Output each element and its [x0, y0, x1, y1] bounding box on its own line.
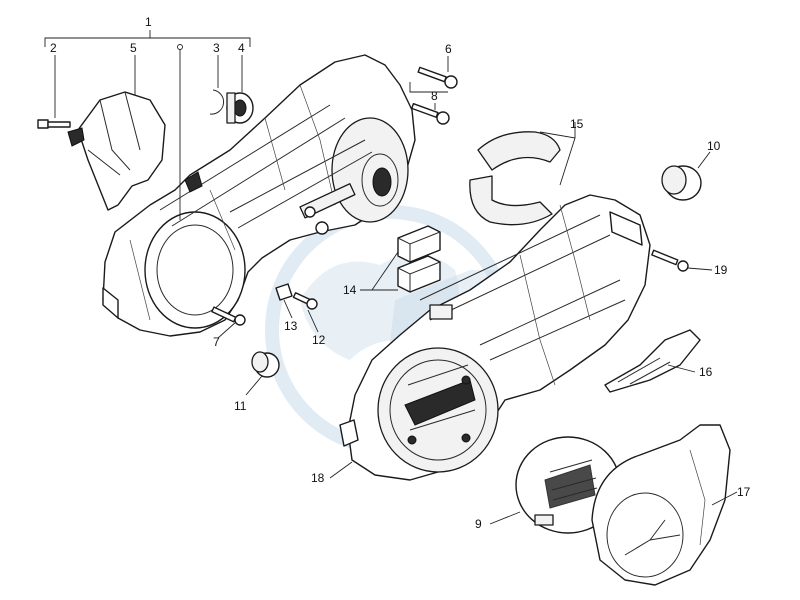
callout-19: 19: [714, 263, 728, 277]
part-10-cap: [661, 165, 702, 201]
left-crankcase-cover: [102, 54, 416, 337]
part-19-bolt: [651, 249, 689, 272]
part-4-bearing: [226, 92, 254, 124]
part-11-cap: [251, 351, 280, 378]
callout-15: 15: [570, 117, 584, 131]
part-15-pads: [469, 131, 561, 226]
callout-11: 11: [234, 399, 247, 413]
callout-8: 8: [431, 89, 438, 103]
part-17-large-cover: [591, 424, 731, 586]
callout-13: 13: [284, 319, 298, 333]
callout-4: 4: [238, 41, 245, 55]
callout-18: 18: [311, 471, 325, 485]
callout-1: 1: [145, 15, 152, 29]
callout-7: 7: [213, 335, 220, 349]
callout-9: 9: [475, 517, 482, 531]
callout-14: 14: [343, 283, 357, 297]
callout-16: 16: [699, 365, 713, 379]
part-12-bolt: [292, 292, 318, 310]
part-6-bolt: [417, 66, 458, 89]
part-7-bolt: [211, 306, 246, 326]
part-3-circlip: [209, 89, 225, 115]
callout-2: 2: [50, 41, 57, 55]
part-5-housing: [67, 91, 166, 211]
right-crankcase-cover: [339, 194, 651, 481]
callout-6: 6: [445, 42, 452, 56]
callout-5: 5: [130, 41, 137, 55]
part-16-strip: [604, 329, 701, 393]
part-8-bolt: [411, 102, 450, 125]
leader-lines: [44, 30, 738, 525]
callout-3: 3: [213, 41, 220, 55]
callout-10: 10: [707, 139, 721, 153]
part-2-bolt: [37, 119, 71, 129]
part-14-blocks: [397, 225, 441, 293]
callout-labels: 1 2 5 3 4 6 8 15 10 19 14 13 12 7 16 11 …: [50, 15, 751, 531]
callout-12: 12: [312, 333, 326, 347]
part-13-clip: [275, 283, 293, 301]
callout-17: 17: [737, 485, 751, 499]
